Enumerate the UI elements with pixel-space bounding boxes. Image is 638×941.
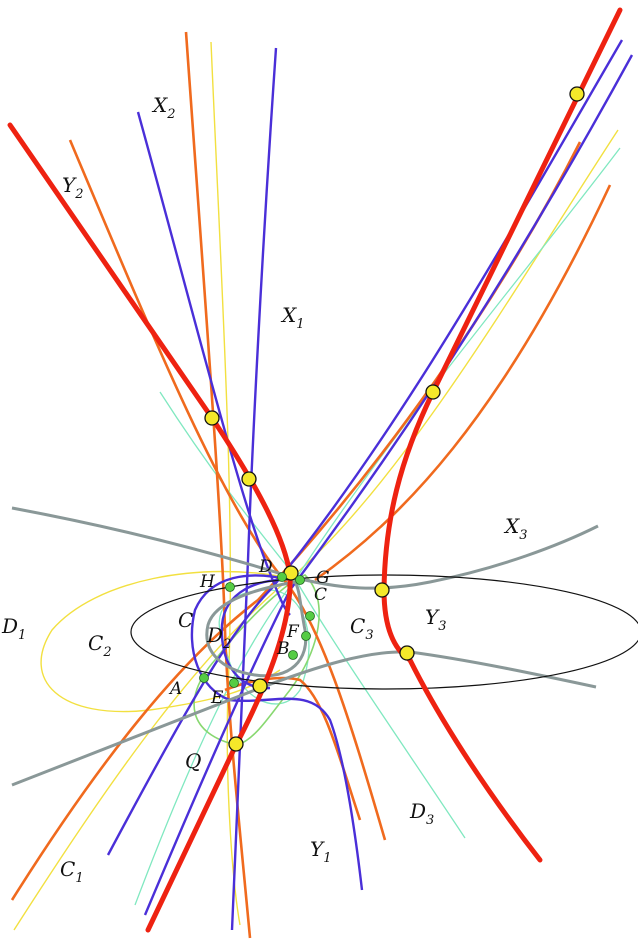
blue-curves	[106, 39, 634, 931]
node	[241, 471, 257, 487]
green-points	[199, 572, 315, 688]
node	[252, 678, 268, 694]
label-d1: D1	[1, 614, 26, 643]
curve-labels: X2 Y2 X1 X3 Y3 D1 C2 C D2 C3 Q D3 Y1 C1	[1, 93, 528, 886]
label-x2: X2	[151, 93, 176, 122]
yellow-nodes	[204, 86, 585, 752]
point-labels: D G C H F B A E	[168, 557, 330, 708]
node	[228, 736, 244, 752]
point-c	[305, 611, 315, 621]
label-d3: D3	[409, 799, 434, 828]
node	[204, 410, 220, 426]
label-d2: D2	[206, 623, 231, 652]
label-c3: C3	[350, 614, 374, 643]
label-x1: X1	[280, 303, 305, 332]
label-point-e: E	[210, 688, 224, 708]
cyan-curves	[134, 147, 621, 906]
point-d	[277, 572, 287, 582]
label-y2: Y2	[62, 173, 83, 202]
node	[374, 582, 390, 598]
label-point-c: C	[314, 585, 327, 605]
point-b	[288, 650, 298, 660]
gray-curves	[11, 506, 599, 787]
red-hyperbola	[7, 7, 623, 933]
node	[425, 384, 441, 400]
point-g	[295, 575, 305, 585]
yellow-curves	[13, 41, 619, 931]
label-c1: C1	[60, 857, 84, 886]
label-y3: Y3	[425, 605, 446, 634]
node	[569, 86, 585, 102]
label-point-f: F	[286, 622, 300, 642]
label-x3: X3	[503, 514, 528, 543]
point-f	[301, 631, 311, 641]
label-q: Q	[185, 749, 201, 773]
orange-curves	[10, 31, 612, 939]
label-point-h: H	[199, 572, 216, 592]
label-point-b: B	[276, 639, 290, 659]
label-point-g: G	[316, 568, 330, 588]
point-h	[225, 582, 235, 592]
point-e	[229, 678, 239, 688]
label-point-d: D	[258, 557, 273, 577]
label-point-a: A	[168, 679, 182, 699]
label-c: C	[178, 608, 193, 632]
label-y1: Y1	[310, 837, 331, 866]
node	[399, 645, 415, 661]
point-a	[199, 673, 209, 683]
label-c2: C2	[88, 631, 112, 660]
